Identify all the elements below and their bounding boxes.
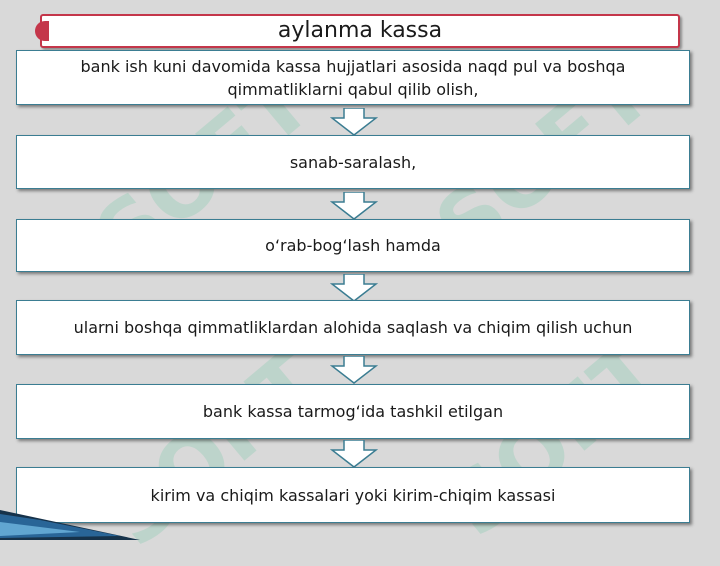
watermark-3: SOFT (87, 332, 340, 566)
step-box-6: kirim va chiqim kassalari yoki kirim-chi… (16, 467, 690, 523)
title: aylanma kassa (277, 18, 443, 43)
title-grip (35, 21, 49, 41)
step-box-5: bank kassa tarmog‘ida tashkil etilgan (16, 384, 690, 439)
down-arrow-icon-2 (330, 192, 378, 220)
down-arrow-icon-5 (330, 440, 378, 468)
step-box-4: ularni boshqa qimmatliklardan alohida sa… (16, 300, 690, 355)
step-box-1: bank ish kuni davomida kassa hujjatlari … (16, 50, 690, 105)
down-arrow-icon-1 (330, 108, 378, 136)
title-box: aylanma kassa (35, 14, 680, 48)
down-arrow-icon-3 (330, 274, 378, 302)
step-box-3: o‘rab-bog‘lash hamda (16, 219, 690, 272)
down-arrow-icon-4 (330, 356, 378, 384)
step-box-2: sanab-saralash, (16, 135, 690, 189)
